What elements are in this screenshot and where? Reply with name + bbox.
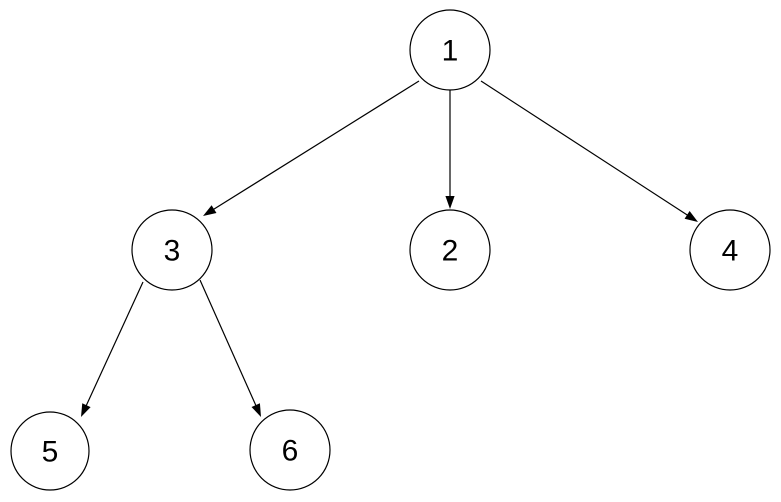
- node-label: 6: [282, 435, 299, 468]
- node-label: 2: [442, 235, 459, 268]
- graph-node[interactable]: 2: [409, 209, 491, 291]
- graph-node[interactable]: 1: [409, 9, 491, 91]
- node-circle[interactable]: [409, 9, 491, 91]
- graph-edge: [81, 281, 144, 417]
- graph-edge: [445, 90, 455, 209]
- graph-node[interactable]: 4: [689, 209, 771, 291]
- arrowhead-icon: [684, 211, 698, 222]
- edge-line: [85, 281, 144, 408]
- node-label: 3: [164, 235, 181, 268]
- node-circle[interactable]: [131, 209, 213, 291]
- arrowhead-icon: [203, 205, 217, 216]
- graph-node[interactable]: 5: [10, 411, 90, 491]
- arrowhead-icon: [251, 403, 261, 417]
- graph-edge: [199, 279, 261, 417]
- node-layer: 1 2 3 4 5 6: [10, 9, 771, 491]
- node-label: 1: [442, 35, 459, 68]
- node-circle[interactable]: [689, 209, 771, 291]
- edge-line: [212, 80, 420, 211]
- node-circle[interactable]: [409, 209, 491, 291]
- node-label: 5: [42, 436, 59, 469]
- arrowhead-icon: [445, 196, 455, 209]
- edge-layer: [81, 80, 698, 417]
- graph-node[interactable]: 3: [131, 209, 213, 291]
- edge-line: [480, 80, 690, 217]
- edge-line: [199, 279, 258, 408]
- graph-edge: [480, 80, 698, 222]
- arrowhead-icon: [81, 403, 91, 417]
- graph-node[interactable]: 6: [249, 409, 331, 491]
- node-circle[interactable]: [249, 409, 331, 491]
- node-label: 4: [722, 235, 739, 268]
- node-circle[interactable]: [10, 411, 90, 491]
- graph-edge: [203, 80, 420, 216]
